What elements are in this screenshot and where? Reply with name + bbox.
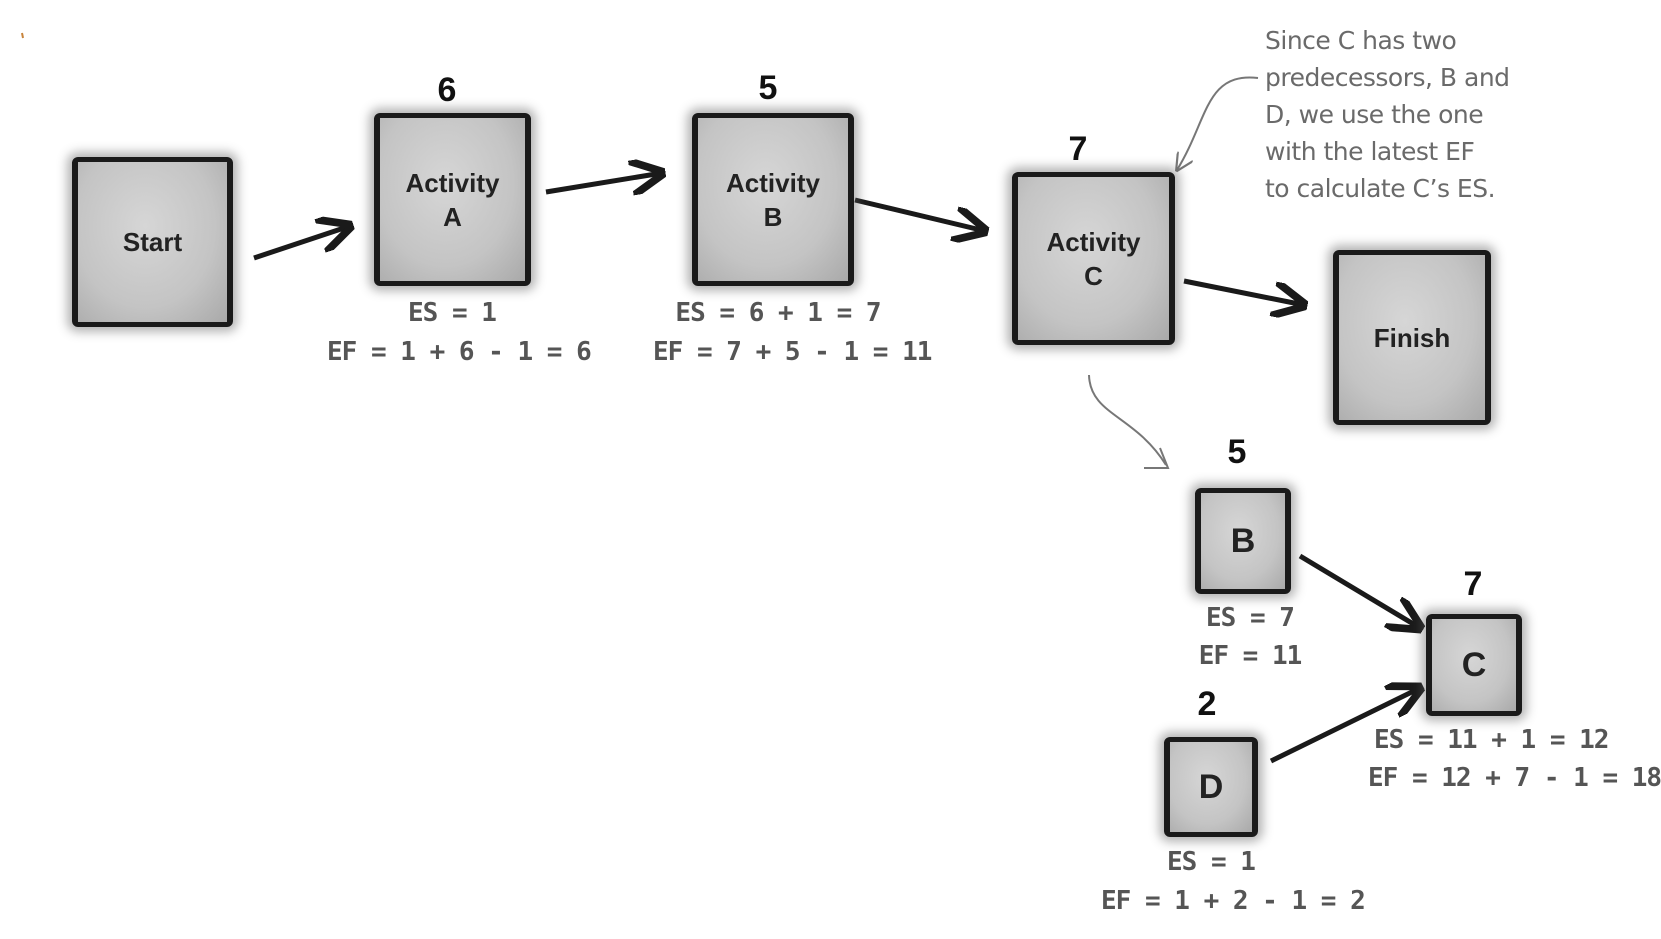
detail-b-label: B [1230,522,1256,560]
activity-b-duration: 5 [758,69,778,107]
zoom-pointer-arrow [1088,374,1170,469]
arrow-detail-d-to-c [1269,688,1420,764]
activity-b-ef: EF = 7 + 5 - 1 = 11 [653,337,932,367]
start-node-label: Start [122,227,183,257]
callout-line-2: predecessors, B and [1265,63,1510,92]
start-node: Start [72,157,233,327]
finish-node-label: Finish [1373,322,1451,353]
arrow-c-to-finish [1183,278,1304,305]
detail-d-es: ES = 1 [1167,847,1256,877]
detail-c-duration: 7 [1463,565,1483,603]
activity-c-duration: 7 [1068,130,1088,168]
arrow-detail-b-to-c [1298,553,1420,628]
arrow-a-to-b [545,173,662,192]
finish-node: Finish [1333,250,1491,425]
detail-b-ef: EF = 11 [1198,641,1303,671]
activity-c-node: Activity C [1012,172,1175,345]
callout-line-4: with the latest EF [1265,137,1475,166]
detail-c-ef: EF = 12 + 7 - 1 = 18 [1368,763,1661,793]
arrow-b-to-c [854,197,985,231]
detail-d-duration: 2 [1197,685,1217,723]
detail-b-es: ES = 7 [1206,603,1295,633]
predecessor-callout: Since C has two predecessors, B and D, w… [1265,22,1595,207]
callout-line-5: to calculate C’s ES. [1265,174,1496,203]
detail-d-ef: EF = 1 + 2 - 1 = 2 [1101,886,1366,916]
callout-line-1: Since C has two [1265,26,1457,55]
activity-b-node: Activity B [692,113,854,286]
activity-a-ef: EF = 1 + 6 - 1 = 6 [327,337,592,367]
detail-c-label: C [1461,646,1487,684]
activity-c-label: Activity C [1046,226,1141,291]
arrow-start-to-a [253,226,350,261]
activity-b-es: ES = 6 + 1 = 7 [675,298,881,328]
project-network-diagram: Start 6 Activity A ES = 1 EF = 1 + 6 - 1… [21,22,1661,916]
detail-c-node: C [1426,614,1522,716]
detail-d-label: D [1198,768,1224,806]
activity-a-duration: 6 [437,71,457,109]
connectors-layer [21,32,1600,764]
activity-b-label: Activity B [726,167,820,232]
detail-d-node: D [1164,737,1258,837]
callout-pointer-arrow [1177,76,1259,170]
activity-a-label: Activity A [405,167,500,232]
callout-line-3: D, we use the one [1265,100,1484,129]
detail-b-duration: 5 [1227,433,1247,471]
activity-a-node: Activity A [374,113,531,286]
detail-c-es: ES = 11 + 1 = 12 [1374,725,1609,755]
corner-mark [21,32,24,39]
activity-a-es: ES = 1 [408,298,497,328]
detail-b-node: B [1195,488,1291,594]
